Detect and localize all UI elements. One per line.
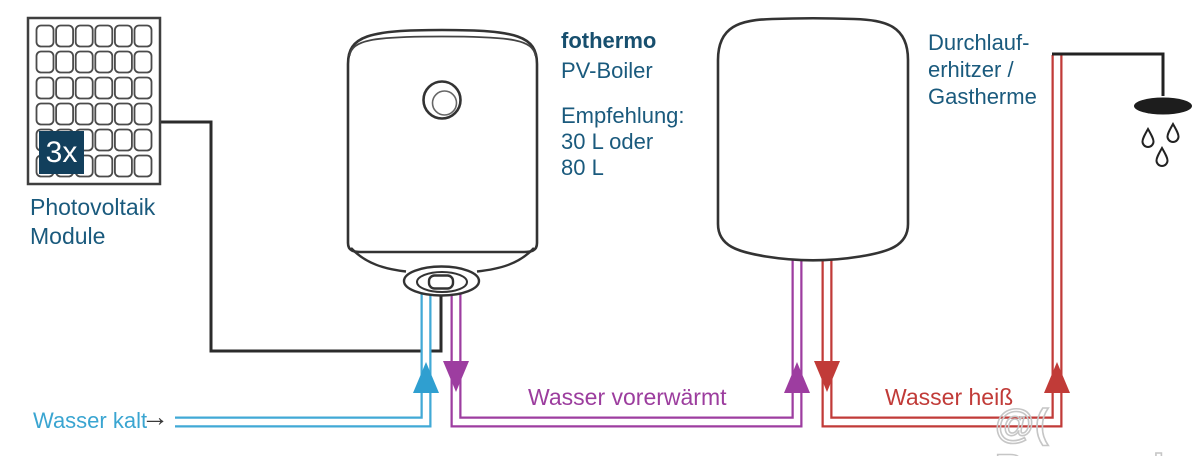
pv-cell xyxy=(94,128,114,152)
boiler-recommendation-line: Empfehlung: xyxy=(561,103,685,128)
photovoltaik-module-label: Photovoltaik Module xyxy=(30,193,155,251)
pv-cell xyxy=(74,24,94,48)
boiler-base-connector xyxy=(427,274,455,290)
boiler-brand-label: fothermo xyxy=(561,28,657,53)
boiler-model-label: PV-Boiler xyxy=(561,58,653,83)
watermark: @( Bazos.sk xyxy=(994,401,1176,456)
preheated-water-label: Wasser vorerwärmt xyxy=(528,384,727,410)
hot-water-pipe xyxy=(821,55,1063,428)
pv-cell xyxy=(133,102,153,126)
cold-water-label: Wasser kalt xyxy=(33,408,148,433)
hot-water-arrow-down-icon xyxy=(814,361,840,392)
boiler-recommendation-line: 80 L xyxy=(561,155,604,180)
preheated-water-arrow-down-icon xyxy=(443,361,469,392)
pv-cell xyxy=(133,128,153,152)
pv-cell xyxy=(114,102,133,126)
water-drop-icon xyxy=(1155,145,1169,167)
boiler-lid-seam xyxy=(348,35,537,57)
gas-heater-label-line: Gastherme xyxy=(928,84,1037,109)
hot-water-label: Wasser heiß xyxy=(885,384,1014,410)
pv-cell xyxy=(74,102,94,126)
pv-cell xyxy=(114,128,133,152)
pv-cell xyxy=(94,76,114,100)
pv-cell xyxy=(114,76,133,100)
pv-cell xyxy=(133,76,153,100)
gas-heater-label-line: Durchlauf- xyxy=(928,30,1030,55)
heater-tank-body xyxy=(716,16,910,262)
pv-cell xyxy=(114,24,133,48)
water-drops xyxy=(1141,121,1180,167)
preheated-water-pipe xyxy=(450,254,803,428)
pv-cell xyxy=(114,50,133,74)
pv-cell xyxy=(55,24,74,48)
pv-cell xyxy=(133,24,153,48)
power-cable-line xyxy=(160,120,443,353)
pv-cell xyxy=(55,50,74,74)
shower-pipe-line xyxy=(1052,52,1165,96)
boiler-tank-body xyxy=(346,28,539,254)
pv-cell xyxy=(55,76,74,100)
pv-cell xyxy=(133,50,153,74)
gas-heater-label-line: erhitzer / xyxy=(928,57,1014,82)
gas-heater-label: Durchlauf- erhitzer / Gastherme xyxy=(928,29,1037,110)
pv-cell xyxy=(114,154,133,178)
photovoltaik-label-line: Photovoltaik xyxy=(30,194,156,220)
boiler-recommendation-label: Empfehlung: 30 L oder 80 L xyxy=(561,103,685,181)
pv-cell xyxy=(133,154,153,178)
cold-water-pipe xyxy=(175,290,432,428)
pv-cell xyxy=(74,76,94,100)
pv-cell xyxy=(94,50,114,74)
cold-water-inlet-arrow-icon: → xyxy=(141,401,169,432)
pv-cell-grid xyxy=(35,24,153,178)
pv-cell xyxy=(94,102,114,126)
water-drop-icon xyxy=(1141,126,1155,148)
pv-cell xyxy=(55,102,74,126)
boiler-base-left-curve xyxy=(350,247,407,273)
pv-cell xyxy=(94,24,114,48)
boiler-port-inner xyxy=(431,90,458,116)
pv-cell xyxy=(94,154,114,178)
boiler-port-outer xyxy=(422,80,462,120)
cold-water-arrow-up-icon xyxy=(413,362,439,393)
panel-count-badge: 3x xyxy=(39,131,84,174)
pv-cell xyxy=(74,50,94,74)
pv-cell xyxy=(35,50,55,74)
pv-cell xyxy=(35,24,55,48)
pv-cell xyxy=(35,102,55,126)
boiler-base-right-curve xyxy=(476,247,535,273)
shower-head-icon xyxy=(1134,97,1192,115)
preheated-water-arrow-up-icon xyxy=(784,362,810,393)
photovoltaik-label-line: Module xyxy=(30,223,106,249)
hot-water-arrow-up-icon xyxy=(1044,362,1070,393)
water-drop-icon xyxy=(1166,121,1180,143)
pv-cell xyxy=(35,76,55,100)
boiler-recommendation-line: 30 L oder xyxy=(561,129,654,154)
